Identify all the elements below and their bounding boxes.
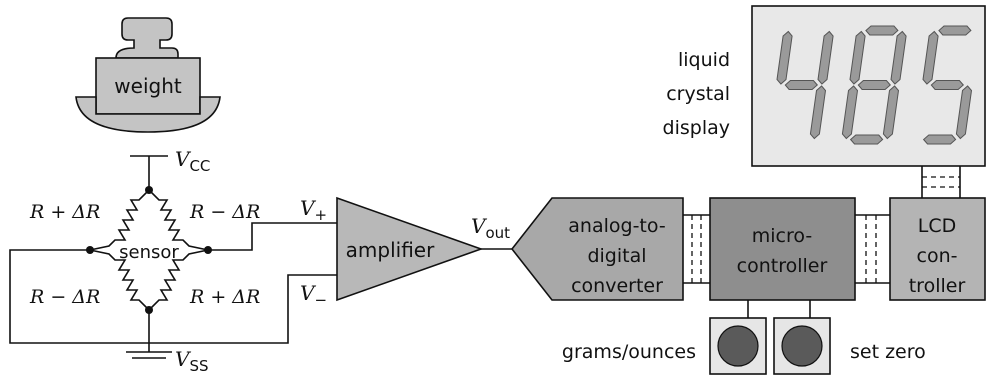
grams-ounces-label: grams/ounces [562,341,696,363]
microcontroller-shape [709,197,856,301]
svg-text:V−: V− [300,281,327,309]
button-circle-icon [717,325,759,367]
svg-text:VSS: VSS [175,347,209,375]
lcd-controller-block: LCD con- troller [889,197,986,301]
label-r-plus-dr-top: R + ΔR [29,201,100,223]
sensor-label: sensor [119,242,179,263]
lcd-segment-g-digit-3 [930,80,965,90]
resistor-top-right [148,189,209,251]
lcd-segment-f-digit-3 [922,30,939,85]
amplifier-label: amplifier [346,238,435,262]
micro-line2: controller [737,255,828,277]
svg-text:V+: V+ [300,196,327,224]
vss-subscript: SS [189,357,208,375]
vout-subscript: out [485,224,510,242]
lcd-segment-c-digit-1 [809,85,827,140]
lcdctrl-line2: con- [917,245,958,267]
vplus-label: V [300,196,317,220]
wheatstone-bridge: sensor R + ΔR R − ΔR R − ΔR R + ΔR [29,186,260,314]
node-top [145,186,153,194]
set-zero-button[interactable] [773,317,831,375]
resistor-bottom-left [89,249,150,311]
button-circle-icon [781,325,823,367]
lcd-segment-a-digit-3 [938,25,972,36]
adc-shape [510,197,684,301]
weight-on-pan: weight [75,17,221,133]
adc-line3: converter [571,275,663,297]
lcd-segment-g-digit-2 [857,80,892,90]
lcdctrl-line3: troller [909,275,966,297]
lcd-segment-g-digit-1 [784,80,819,90]
lcd-label-line1: liquid [678,49,730,71]
lcd-digits [776,25,973,145]
scale-pan [75,96,221,133]
label-r-minus-dr-bottom: R − ΔR [29,286,100,308]
node-bottom [145,306,153,314]
lcd-display: liquid crystal display [663,5,986,167]
adc-line1: analog-to- [568,215,665,237]
lcd-segment-f-digit-2 [849,30,866,85]
bus-adc-micro [683,214,710,284]
lcd-segment-f-digit-1 [776,30,793,85]
resistor-top-left [89,189,150,251]
lcd-label-line2: crystal [666,83,730,105]
buttons: grams/ounces set zero [562,300,926,375]
lcd-segment-d-digit-3 [922,134,957,145]
vminus-label: V [300,281,317,305]
svg-text:Vout: Vout [471,214,510,242]
lcd-label-line3: display [663,117,730,139]
set-zero-label: set zero [850,341,926,363]
bridge-wires [9,222,337,344]
lcd-segment-b-digit-2 [890,30,907,85]
lcd-segment-c-digit-3 [955,85,973,140]
lcd-segment-a-digit-2 [865,25,899,36]
adc-line2: digital [587,245,646,267]
weight-knob [115,17,179,59]
resistor-bottom-right [148,249,209,311]
vss-label: V [175,347,192,371]
weight-label: weight [114,74,182,98]
vcc-subscript: CC [189,157,210,175]
bus-micro-lcdctrl [855,214,890,284]
amplifier-triangle [336,196,484,302]
weight-block [95,57,201,115]
lcd-segment-c-digit-2 [882,85,900,140]
bus-lcdctrl-display [921,166,961,198]
vss-supply: VSS [126,310,209,375]
lcd-segment-d-digit-2 [849,134,884,145]
lcd-controller-shape [889,197,986,301]
vcc-supply: VCC [130,147,210,190]
grams-ounces-button[interactable] [709,317,767,375]
lcd-segment-e-digit-2 [841,85,859,140]
vminus-subscript: − [314,291,327,309]
label-r-minus-dr-top: R − ΔR [189,201,260,223]
micro-line1: micro- [752,225,812,247]
adc-block: analog-to- digital converter [510,197,684,301]
lcd-segment-b-digit-1 [817,30,834,85]
label-r-plus-dr-bottom: R + ΔR [189,286,260,308]
svg-text:VCC: VCC [175,147,210,175]
microcontroller-block: micro- controller [709,197,856,301]
lcdctrl-line1: LCD [918,215,956,237]
vcc-label: V [175,147,192,171]
vout-label: V [471,214,488,238]
vplus-subscript: + [314,206,327,224]
amplifier: amplifier V+ V− Vout [300,196,512,309]
